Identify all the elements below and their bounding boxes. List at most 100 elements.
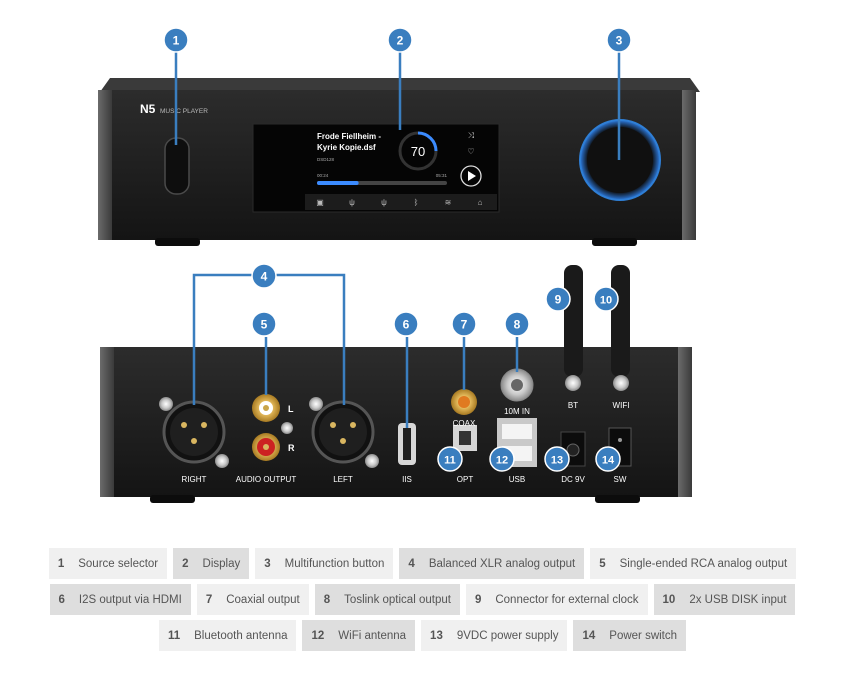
heart-icon[interactable]: ♡ bbox=[467, 147, 474, 156]
optical-port[interactable] bbox=[453, 425, 477, 451]
xlr-right-connector[interactable] bbox=[159, 397, 229, 468]
legend-number: 11 bbox=[167, 629, 181, 642]
legend-label: Connector for external clock bbox=[495, 593, 639, 606]
legend-number: 12 bbox=[311, 629, 325, 642]
callout-number-7: 7 bbox=[461, 318, 468, 332]
callout-badge-8 bbox=[504, 311, 530, 337]
legend-label: WiFi antenna bbox=[338, 629, 407, 642]
label-10m-in: 10M IN bbox=[504, 407, 530, 416]
wifi-icon[interactable]: ≋ bbox=[445, 198, 452, 207]
source-selector-button[interactable] bbox=[164, 137, 190, 195]
callout-badge-1 bbox=[163, 27, 189, 53]
label-dc9v: DC 9V bbox=[561, 475, 585, 484]
usb-icon[interactable]: ψ bbox=[381, 198, 387, 207]
callout-badge-3 bbox=[606, 27, 632, 53]
callout-badge-5 bbox=[251, 311, 277, 337]
bluetooth-icon[interactable]: ᛒ bbox=[414, 198, 419, 207]
rca-l-connector[interactable] bbox=[252, 394, 280, 422]
legend-item-2: 2 Display bbox=[173, 548, 250, 579]
legend-number: 2 bbox=[182, 557, 189, 570]
volume-readout: 70 bbox=[411, 144, 425, 159]
label-audio-output: AUDIO OUTPUT bbox=[236, 475, 297, 484]
legend-item-8: 8 Toslink optical output bbox=[314, 584, 460, 615]
back-panel: L R RIGHT AUDIO OUTPUT LEFT IIS COAX OPT… bbox=[100, 265, 692, 503]
callout-badge-2 bbox=[387, 27, 413, 53]
legend-item-1: 1 Source selector bbox=[48, 548, 168, 579]
label-wifi: WIFI bbox=[613, 401, 630, 410]
time-elapsed: 00:24 bbox=[317, 173, 329, 178]
legend-number: 3 bbox=[264, 557, 271, 570]
legend-number: 6 bbox=[58, 593, 65, 606]
callout-badge-10 bbox=[593, 286, 619, 312]
callout-badge-9 bbox=[545, 286, 571, 312]
clock-10m-input[interactable] bbox=[500, 368, 534, 402]
play-button[interactable] bbox=[460, 165, 482, 187]
label-right: RIGHT bbox=[182, 475, 207, 484]
label-left: LEFT bbox=[333, 475, 353, 484]
time-total: 05:31 bbox=[436, 173, 448, 178]
callout-number-10: 10 bbox=[600, 295, 612, 307]
legend-label: Display bbox=[202, 557, 241, 570]
legend-number: 14 bbox=[582, 629, 596, 642]
callout-number-8: 8 bbox=[514, 318, 521, 332]
xlr-left-connector[interactable] bbox=[309, 397, 379, 468]
legend-label: 2x USB DISK input bbox=[689, 593, 787, 606]
model-label: MUSIC PLAYER bbox=[160, 108, 208, 115]
progress-fill bbox=[317, 181, 359, 185]
legend-number: 10 bbox=[662, 593, 676, 606]
legend-number: 4 bbox=[408, 557, 415, 570]
legend-label: Balanced XLR analog output bbox=[428, 557, 576, 570]
legend-item-13: 13 9VDC power supply bbox=[421, 620, 568, 651]
label-usb: USB bbox=[509, 475, 525, 484]
legend-label: Power switch bbox=[609, 629, 678, 642]
legend-label: Coaxial output bbox=[226, 593, 300, 606]
legend-label: Source selector bbox=[78, 557, 159, 570]
format-label: DSD128 bbox=[317, 157, 335, 162]
label-coax: COAX bbox=[453, 419, 476, 428]
hdmi-iis-port[interactable] bbox=[398, 423, 416, 465]
track-title-line1: Frode Fiellheim - bbox=[317, 132, 381, 141]
legend-number: 1 bbox=[57, 557, 65, 570]
callout-number-2: 2 bbox=[397, 34, 404, 48]
legend-item-4: 4 Balanced XLR analog output bbox=[399, 548, 585, 579]
screen-icon-bar: ▣ ψ ψ ᛒ ≋ ⌂ bbox=[316, 198, 482, 207]
legend-label: Toslink optical output bbox=[344, 593, 451, 606]
legend-number: 8 bbox=[323, 593, 331, 606]
legend-number: 13 bbox=[430, 629, 443, 642]
callout-number-4: 4 bbox=[261, 270, 268, 284]
rca-r-connector[interactable] bbox=[252, 433, 280, 461]
callout-badge-13 bbox=[544, 446, 570, 472]
callout-badge-6 bbox=[393, 311, 419, 337]
usb-icon[interactable]: ψ bbox=[349, 198, 355, 207]
display-screen: Frode Fiellheim - Kyrie Kopie.dsf DSD128… bbox=[252, 123, 500, 213]
folder-icon[interactable]: ▣ bbox=[316, 198, 324, 207]
legend-item-7: 7 Coaxial output bbox=[196, 584, 309, 615]
label-l: L bbox=[288, 404, 294, 414]
device-diagram: N5 MUSIC PLAYER Frode Fiellheim - Kyrie … bbox=[98, 27, 700, 503]
callout-badge-11 bbox=[437, 446, 463, 472]
label-iis: IIS bbox=[402, 475, 412, 484]
wifi-antenna bbox=[611, 265, 630, 377]
coax-connector[interactable] bbox=[451, 389, 477, 415]
shuffle-icon[interactable]: ⤨ bbox=[468, 131, 475, 140]
legend-number: 7 bbox=[205, 593, 213, 606]
track-title-line2: Kyrie Kopie.dsf bbox=[317, 143, 376, 152]
label-opt: OPT bbox=[457, 475, 474, 484]
legend-item-14: 14 Power switch bbox=[573, 620, 687, 651]
network-icon[interactable]: ⌂ bbox=[478, 198, 483, 207]
callout-number-9: 9 bbox=[555, 293, 562, 307]
play-icon bbox=[468, 171, 476, 181]
bt-antenna bbox=[564, 265, 583, 377]
callout-number-5: 5 bbox=[261, 318, 268, 332]
label-r: R bbox=[288, 443, 295, 453]
legend-label: 9VDC power supply bbox=[456, 629, 559, 642]
callout-number-14: 14 bbox=[602, 455, 615, 467]
